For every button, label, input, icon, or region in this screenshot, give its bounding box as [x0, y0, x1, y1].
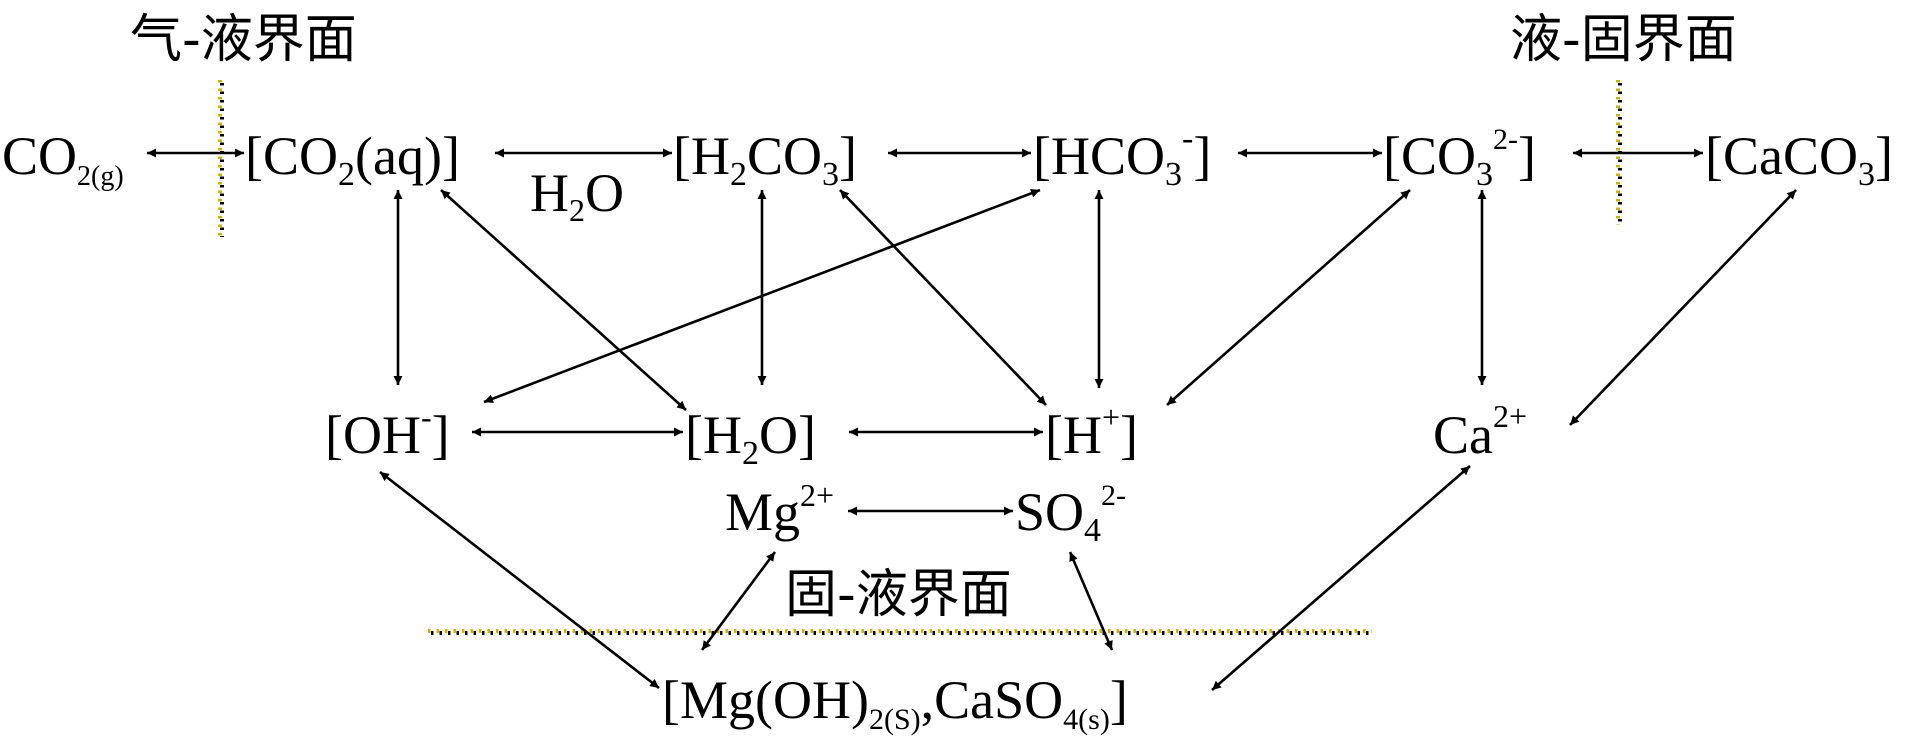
- solid-liquid-boundary: [428, 629, 1372, 635]
- arrow-ca-solids: [1211, 465, 1471, 691]
- arrow-h2co3-hplus: [839, 189, 1047, 406]
- solid-liquid-interface-label: 固-液界面: [785, 565, 1012, 625]
- arrow-mg-solids: [700, 551, 777, 651]
- species-co2-gas: CO2(g): [2, 126, 124, 192]
- species-h2co3: [H2CO3]: [673, 126, 857, 193]
- species-h-plus: [H+]: [1045, 399, 1138, 465]
- species-caco3: [CaCO3]: [1705, 126, 1893, 193]
- species-hco3: [HCO3-]: [1033, 120, 1211, 193]
- gas-liquid-interface-label: 气-液界面: [130, 10, 357, 70]
- reaction-arrows: [147, 148, 1797, 691]
- species-mg: Mg2+: [725, 477, 834, 542]
- species-co2-aq: [CO2(aq)]: [245, 126, 460, 193]
- liquid-solid-interface-label: 液-固界面: [1510, 10, 1737, 70]
- species-solid-phases: [Mg(OH)2(S),CaSO4(s)]: [662, 670, 1128, 736]
- arrow-oh-solids: [379, 470, 660, 690]
- species-ca: Ca2+: [1433, 398, 1527, 465]
- arrow-hco3-oh: [483, 188, 1041, 404]
- arrow-co3-hplus: [1166, 189, 1411, 406]
- gas-liquid-boundary: [218, 80, 224, 237]
- arrow-caco3-ca: [1569, 189, 1797, 426]
- species-oh: [OH-]: [325, 399, 450, 465]
- species-h2o: [H2O]: [685, 405, 816, 472]
- arrow-co2aq-h2o: [440, 189, 687, 411]
- species-co3: [CO32-]: [1383, 123, 1536, 193]
- arrow-label-h2o: H2O: [530, 163, 624, 228]
- arrow-so4-solids: [1068, 551, 1114, 651]
- species-so4: SO42-: [1015, 479, 1126, 549]
